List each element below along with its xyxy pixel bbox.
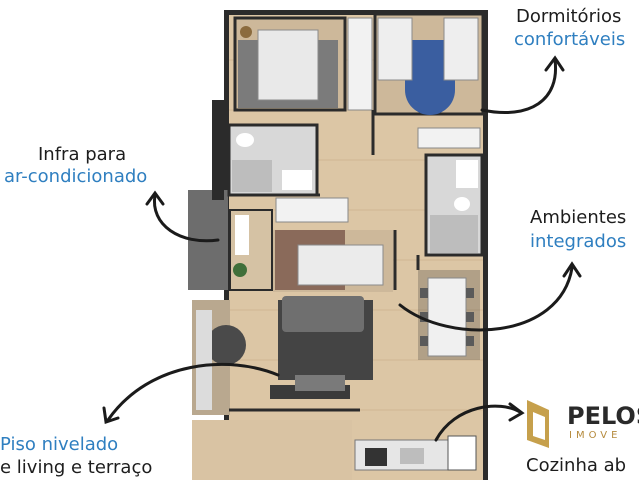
arrow-cozinha-head	[508, 402, 525, 422]
bed-3	[297, 244, 384, 286]
stove	[365, 448, 387, 466]
lamp-master	[240, 26, 252, 38]
dining-table	[427, 277, 467, 357]
arrow-dormitorios-head	[544, 55, 565, 72]
fridge	[447, 435, 477, 471]
callout-infra-subtitle: ar-condicionado	[4, 166, 148, 187]
callout-ambientes-subtitle: integrados	[530, 231, 627, 252]
shower-1	[232, 160, 272, 192]
arrow-piso	[106, 362, 280, 422]
toilet-1	[236, 133, 254, 147]
bed-kids-2	[443, 17, 479, 81]
arrow-ambientes	[398, 266, 574, 332]
arrow-dormitorios	[480, 58, 558, 115]
brand-logo: PELOS IMOVE	[525, 400, 639, 450]
callout-infra-title: Infra para	[38, 144, 127, 165]
bed-master	[257, 29, 319, 101]
closet-3	[275, 197, 349, 223]
callout-ambientes-title: Ambientes	[530, 207, 627, 228]
brand-subtitle: IMOVE	[569, 430, 622, 441]
sink-1	[282, 170, 312, 190]
callout-dormitorios-title: Dormitórios	[516, 6, 622, 27]
toilet-2	[454, 197, 470, 211]
interior-walls	[229, 110, 420, 412]
plant-1	[233, 263, 247, 277]
armchair	[295, 375, 345, 391]
laundry-counter	[235, 215, 249, 255]
arrow-ambientes-head	[562, 261, 582, 278]
blue-rug	[405, 40, 455, 115]
sofa	[282, 296, 364, 332]
shower-2	[430, 215, 478, 253]
arrow-infra	[152, 193, 220, 243]
brand-logo-icon	[527, 400, 549, 448]
bed-kids-1	[377, 17, 413, 81]
closet-master	[347, 17, 373, 111]
terrace-bench	[196, 310, 212, 410]
arrows	[102, 55, 582, 442]
arrow-piso-head	[102, 406, 120, 424]
callout-piso-subtitle: e living e terraço	[0, 457, 153, 478]
arrow-cozinha	[434, 404, 522, 442]
round-table	[206, 325, 246, 365]
callout-cozinha-title: Cozinha ab	[526, 455, 627, 476]
sink-2	[456, 160, 478, 188]
arrow-infra-head	[145, 190, 165, 206]
closet-kids	[417, 127, 481, 149]
sink-kitchen	[400, 448, 424, 464]
callout-piso-title: Piso nivelado	[0, 434, 119, 455]
brand-name: PELOS	[567, 402, 639, 430]
callout-dormitorios-subtitle: confortáveis	[514, 29, 626, 50]
dining-chairs	[420, 288, 474, 346]
left-column	[212, 100, 224, 200]
terrace-lower	[192, 420, 352, 480]
